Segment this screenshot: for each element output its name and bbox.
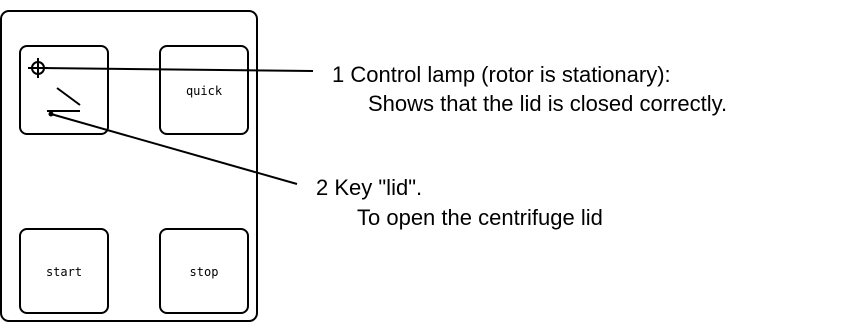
control-panel bbox=[0, 10, 258, 322]
callout-1-title: 1 Control lamp (rotor is stationary): bbox=[332, 62, 671, 87]
start-key[interactable]: start bbox=[19, 228, 109, 314]
start-key-label: start bbox=[45, 265, 83, 279]
callout-2-title: 2 Key "lid". bbox=[316, 175, 423, 200]
stop-key[interactable]: stop bbox=[159, 228, 249, 314]
quick-key-label: quick bbox=[185, 84, 223, 98]
lid-open-icon bbox=[47, 87, 81, 117]
callout-2-leader bbox=[50, 113, 298, 185]
callout-1-description: Shows that the lid is closed correctly. bbox=[368, 91, 728, 116]
stop-key-label: stop bbox=[189, 265, 219, 279]
callout-1-leader bbox=[39, 67, 314, 72]
lid-key[interactable] bbox=[19, 45, 109, 135]
quick-key[interactable]: quick bbox=[159, 45, 249, 135]
callout-2-description: To open the centrifuge lid bbox=[357, 205, 603, 230]
